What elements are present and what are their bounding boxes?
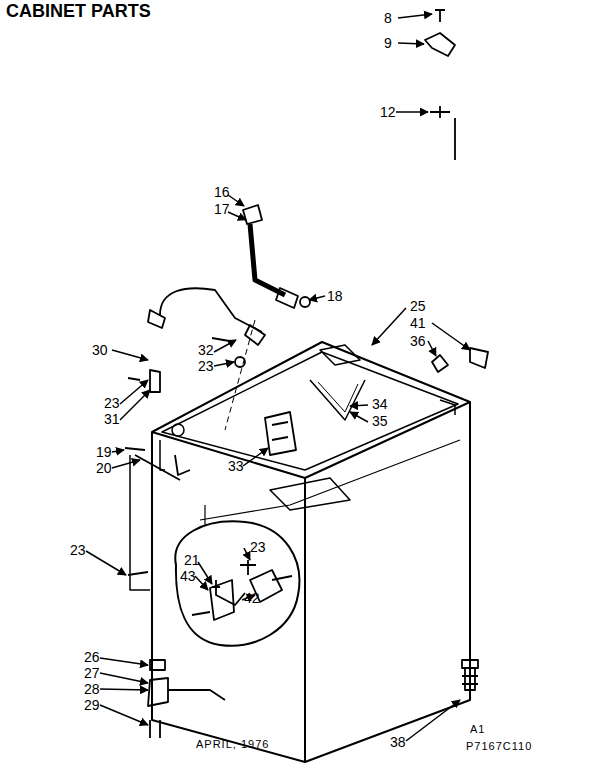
callout-number: 18 bbox=[327, 289, 343, 304]
callout-number: 8 bbox=[384, 11, 392, 26]
callout-number: 30 bbox=[92, 343, 108, 358]
callout-number: 12 bbox=[380, 105, 396, 120]
callout-number: 23 bbox=[70, 543, 86, 558]
callout-number: 29 bbox=[84, 698, 100, 713]
callout-number: 17 bbox=[214, 202, 230, 217]
cutaway bbox=[175, 521, 299, 645]
callout-number: 41 bbox=[410, 316, 426, 331]
drawing-note: A1 bbox=[470, 722, 485, 737]
callout-number: 26 bbox=[84, 650, 100, 665]
diagram-title: CABINET PARTS bbox=[6, 1, 151, 22]
callout-number: 43 bbox=[180, 569, 196, 584]
callout-number: 36 bbox=[410, 334, 426, 349]
callout-number: 33 bbox=[228, 459, 244, 474]
callout-number: 28 bbox=[84, 682, 100, 697]
callout-number: 9 bbox=[384, 36, 392, 51]
callout-number: 25 bbox=[410, 299, 426, 314]
drawing-note: P7167C110 bbox=[466, 739, 532, 754]
callout-number: 32 bbox=[198, 343, 214, 358]
callout-number: 16 bbox=[214, 185, 230, 200]
callout-number: 19 bbox=[96, 445, 112, 460]
callout-number: 21 bbox=[184, 553, 200, 568]
callout-number: 23 bbox=[104, 396, 120, 411]
callout-number: 42 bbox=[244, 591, 260, 606]
leader-lines bbox=[86, 14, 470, 741]
callout-number: 31 bbox=[104, 412, 120, 427]
cabinet bbox=[152, 342, 470, 762]
callout-number: 27 bbox=[84, 666, 100, 681]
callout-number: 38 bbox=[390, 735, 406, 750]
callout-number: 23 bbox=[250, 540, 266, 555]
drawing-note: APRIL, 1976 bbox=[196, 737, 269, 752]
callout-number: 23 bbox=[198, 359, 214, 374]
callout-number: 35 bbox=[372, 414, 388, 429]
callout-number: 20 bbox=[96, 461, 112, 476]
parts bbox=[125, 10, 488, 738]
callout-number: 34 bbox=[372, 397, 388, 412]
